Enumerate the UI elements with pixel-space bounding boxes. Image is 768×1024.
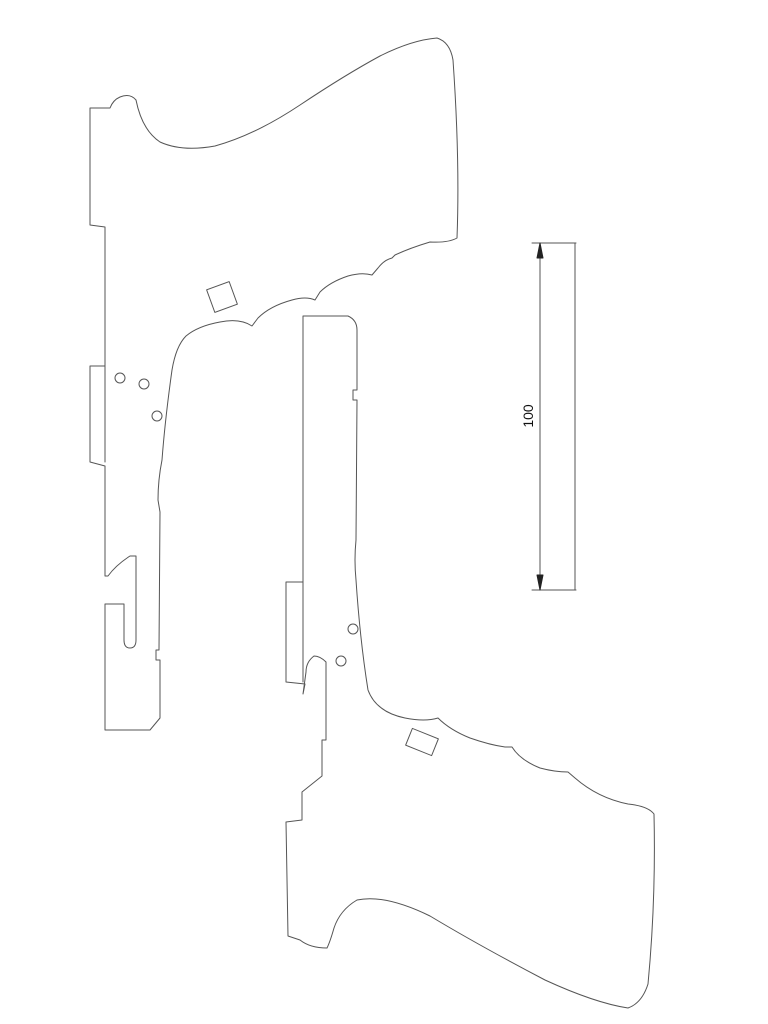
dimension-value-label: 100 — [520, 404, 536, 428]
dimension-arrow-bottom — [536, 574, 544, 591]
dimension-arrow-top — [536, 242, 544, 259]
dimension-annotation: 100 — [520, 242, 577, 591]
upper-frame-outline — [89, 37, 459, 731]
upper-square-slot — [206, 281, 238, 313]
upper-pin-hole — [138, 378, 150, 390]
lower-frame-part — [285, 315, 655, 1009]
lower-frame-outline — [285, 315, 655, 1009]
upper-frame-part — [89, 37, 459, 731]
lower-pin-hole — [347, 623, 359, 635]
upper-pin-hole — [114, 372, 126, 384]
lower-square-slot — [405, 727, 439, 757]
upper-pin-hole — [151, 410, 163, 422]
lower-pin-hole — [335, 655, 347, 667]
